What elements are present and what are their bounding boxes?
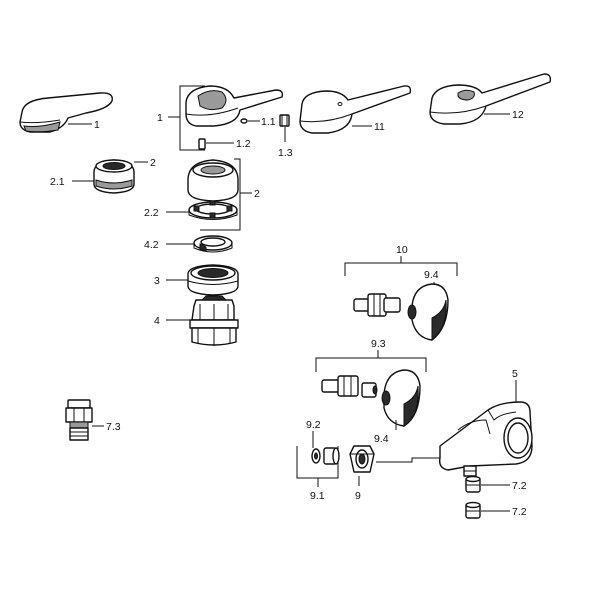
label-9-4-bottom: 9.4 [374,433,389,445]
slotted-ring [188,200,238,220]
nipple-7-2-upper [465,475,481,493]
label-1-1: 1.1 [261,116,276,128]
label-9-2: 9.2 [306,419,321,431]
label-3: 3 [154,275,160,287]
adapter-fitting [65,399,93,441]
label-1-3: 1.3 [278,147,293,159]
rosette-cover-9-3 [381,369,421,427]
label-2-2: 2.2 [144,207,159,219]
label-1-center: 1 [157,112,163,124]
lever-handle-12 [429,73,552,125]
label-1-left: 1 [94,119,100,131]
label-7-3: 7.3 [106,421,121,433]
label-9-4-top: 9.4 [424,269,439,281]
cartridge [189,295,239,346]
bracket-10 [344,262,458,276]
pin-part [240,118,248,124]
cap-part-2-1 [93,159,135,194]
connection-line [376,457,440,463]
bracket-9-3 [315,357,427,372]
label-9-3: 9.3 [371,338,386,350]
label-12: 12 [512,109,524,121]
ring-nut [187,264,239,296]
lever-handle-left [19,92,113,133]
bracket-2 [200,158,241,231]
nipple-7-2-lower [465,501,481,519]
set-screw [279,114,290,127]
label-9: 9 [355,490,361,502]
union-nut-9 [349,445,375,473]
lever-handle-11 [299,85,412,134]
label-2-1: 2.1 [50,176,65,188]
label-7-2-lower: 7.2 [512,506,527,518]
label-1-2: 1.2 [236,138,251,150]
small-screw [198,138,206,150]
label-2-left: 2 [150,157,156,169]
lever-handle-center [185,85,284,127]
label-5: 5 [512,368,518,380]
label-4: 4 [154,315,160,327]
label-10: 10 [396,244,408,256]
label-4-2: 4.2 [144,239,159,251]
label-9-1: 9.1 [310,490,325,502]
washer-9-2 [311,448,321,464]
bracket-1 [179,85,205,151]
dome-cap [187,159,239,202]
reducer-9-1 [323,447,340,465]
connector-fitting-9-3 [321,375,378,398]
label-11: 11 [374,121,385,133]
stop-ring [193,235,233,253]
connector-fitting-10 [353,293,401,317]
label-2-center: 2 [254,188,260,200]
label-7-2-upper: 7.2 [512,480,527,492]
rosette-cover-10 [407,283,449,342]
mixer-body [438,401,533,477]
